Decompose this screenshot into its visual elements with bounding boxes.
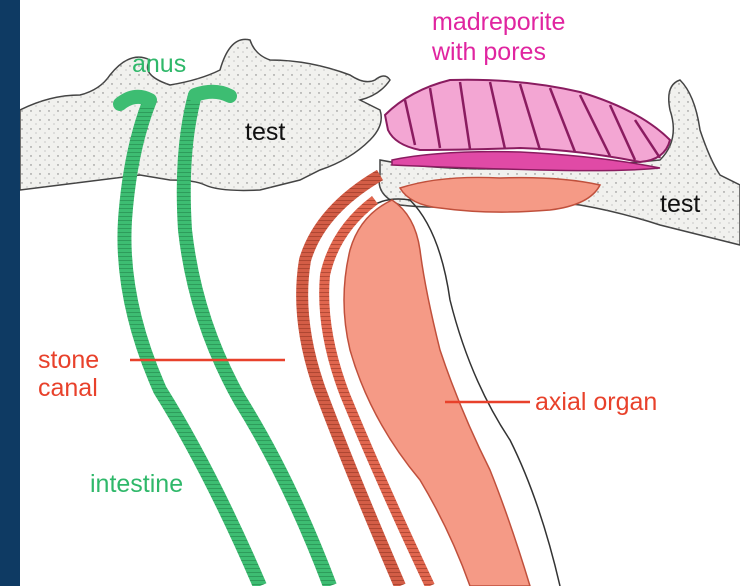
label-stone-canal-line2: canal: [38, 374, 98, 402]
label-intestine: intestine: [90, 470, 183, 498]
label-test-left: test: [245, 118, 285, 146]
label-anus: anus: [132, 50, 186, 78]
label-madreporite-line2: with pores: [431, 38, 546, 66]
label-axial-organ: axial organ: [535, 388, 657, 416]
test-left-plate: [20, 39, 390, 190]
echinoderm-anatomy-diagram: anus madreporite with pores test test st…: [20, 0, 740, 586]
label-madreporite-line1: madreporite: [432, 8, 565, 36]
madreporite: [385, 80, 670, 171]
label-test-right: test: [660, 190, 700, 218]
diagram-frame: anus madreporite with pores test test st…: [20, 0, 740, 586]
label-stone-canal-line1: stone: [38, 346, 99, 374]
axial-organ-lobe: [400, 177, 600, 212]
